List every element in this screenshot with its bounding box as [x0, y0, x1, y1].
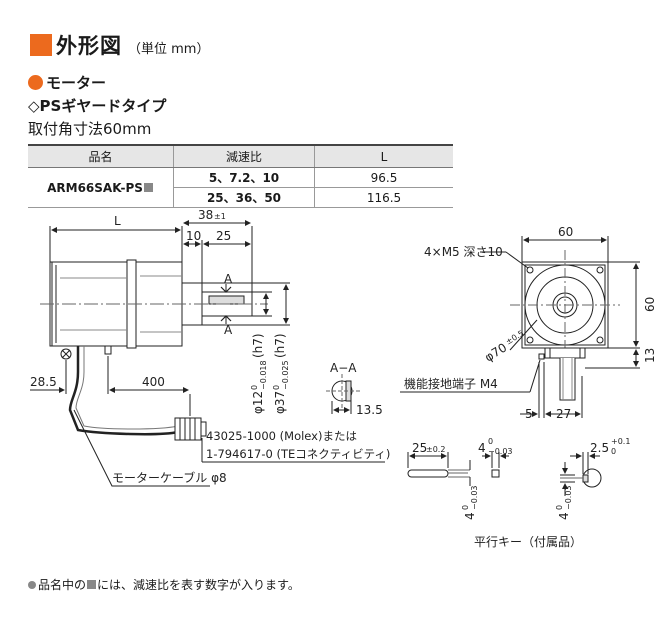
front-height-60: 60	[643, 297, 657, 312]
table-row: 25、36、50 116.5	[28, 187, 453, 208]
keyway-width-tol-bottom: −0.03	[564, 485, 573, 510]
keyway-width: 4	[557, 512, 571, 520]
table-row: ARM66SAK-PS 5、7.2、10 96.5	[28, 167, 453, 208]
key-height-dim: 4 0 −0.03	[461, 485, 479, 520]
col-header-ratio: 減速比	[173, 144, 315, 168]
dim-38: 38	[198, 208, 213, 222]
length-cell: 96.5	[314, 167, 453, 188]
key-width: 4	[478, 441, 486, 455]
dim-13-5: 13.5	[356, 403, 383, 417]
pilot-tol-bottom: −0.025	[281, 360, 290, 390]
product-cell: ARM66SAK-PS	[28, 167, 174, 208]
placeholder-square-icon	[87, 580, 97, 589]
shaft-tol-bottom: −0.018	[259, 360, 268, 390]
length-cell: 116.5	[314, 187, 453, 208]
footnote: 品名中の には、減速比を表す数字が入ります。	[28, 576, 300, 593]
dim-L: L	[114, 214, 121, 228]
dim-38-tol: ±1	[214, 212, 226, 221]
section-a-top: A	[224, 272, 233, 286]
footnote-suffix: には、減速比を表す数字が入ります。	[97, 578, 300, 592]
front-width-60: 60	[558, 225, 573, 239]
key-caption: 平行キー（付属品）	[474, 535, 582, 549]
placeholder-square-icon	[143, 182, 153, 192]
table-header-row: 品名 減速比 L	[28, 144, 453, 168]
key-height-tol-bottom: −0.03	[470, 485, 479, 510]
product-name: ARM66SAK-PS	[47, 180, 143, 195]
section-aa-label: A−A	[330, 361, 357, 375]
key-width-tol-bottom: −0.03	[488, 447, 513, 456]
pilot-diameter-dim: φ37 0 −0.025 (h7)	[272, 333, 290, 414]
key-width-tol-top: 0	[488, 437, 493, 446]
dim-13: 13	[643, 348, 657, 363]
keyway-depth-tol-bottom: 0	[611, 447, 616, 456]
title-text: 外形図	[56, 34, 122, 58]
series-heading: ◇PSギヤードタイプ	[28, 97, 167, 115]
shaft-diameter-dim: φ12 0 −0.018 (h7)	[250, 333, 268, 414]
ratio-cell: 5、7.2、10	[173, 167, 315, 188]
keyway-width-tol-top: 0	[555, 505, 564, 510]
pilot-dia: φ37	[273, 391, 287, 414]
pcd-value: φ70	[482, 340, 509, 364]
dim-5: 5	[525, 407, 533, 421]
title-unit: （単位 mm）	[128, 41, 210, 57]
motor-heading: モーター	[28, 72, 106, 93]
keyway-depth: 2.5	[590, 441, 609, 455]
footnote-bullet-icon	[28, 580, 36, 589]
mounting-holes: 4×M5 深さ10	[424, 245, 503, 259]
key-height: 4	[463, 512, 477, 520]
keyway-depth-tol-top: +0.1	[611, 437, 630, 446]
footnote-prefix: 品名中の	[38, 578, 87, 592]
connector-label-2: 1-794617-0 (TEコネクティビティ)	[206, 447, 390, 461]
spec-table: 品名 減速比 L ARM66SAK-PS 5、7.2、10 96.5 25、36…	[28, 144, 453, 208]
dim-25: 25	[216, 229, 231, 243]
dim-28-5: 28.5	[30, 375, 57, 389]
ratio-cell: 25、36、50	[173, 187, 315, 208]
key-length-tol: ±0.2	[426, 445, 445, 454]
page-title: 外形図 （単位 mm）	[30, 30, 209, 60]
key-end-view	[491, 469, 500, 478]
key-height-tol-top: 0	[461, 505, 470, 510]
cable-label: モーターケーブル φ8	[112, 470, 227, 485]
col-header-product: 品名	[28, 144, 174, 168]
bullet-dot-icon	[28, 75, 43, 90]
dim-400: 400	[142, 375, 165, 389]
section-a-bottom: A	[224, 323, 233, 337]
pilot-tol-top: 0	[272, 385, 281, 390]
dim-10: 10	[186, 229, 201, 243]
pilot-fit: (h7)	[273, 333, 287, 358]
motor-label: モーター	[46, 74, 107, 92]
shaft-fit: (h7)	[251, 333, 265, 358]
shaft-dia: φ12	[251, 391, 265, 414]
size-heading: 取付角寸法60mm	[28, 120, 152, 138]
title-marker-icon	[30, 34, 52, 56]
key-length: 25	[412, 441, 427, 455]
pcd-dim: φ70 ±0.5	[482, 329, 525, 365]
shaft-tol-top: 0	[250, 385, 259, 390]
dim-27: 27	[556, 407, 571, 421]
connector-label-1: 43025-1000 (Molex)または	[206, 429, 357, 443]
col-header-L: L	[314, 144, 453, 168]
keyway-width-dim: 4 0 −0.03	[555, 485, 573, 520]
connector	[174, 417, 202, 441]
key-top-view	[407, 469, 449, 478]
ground-terminal: 機能接地端子 M4	[404, 376, 498, 391]
